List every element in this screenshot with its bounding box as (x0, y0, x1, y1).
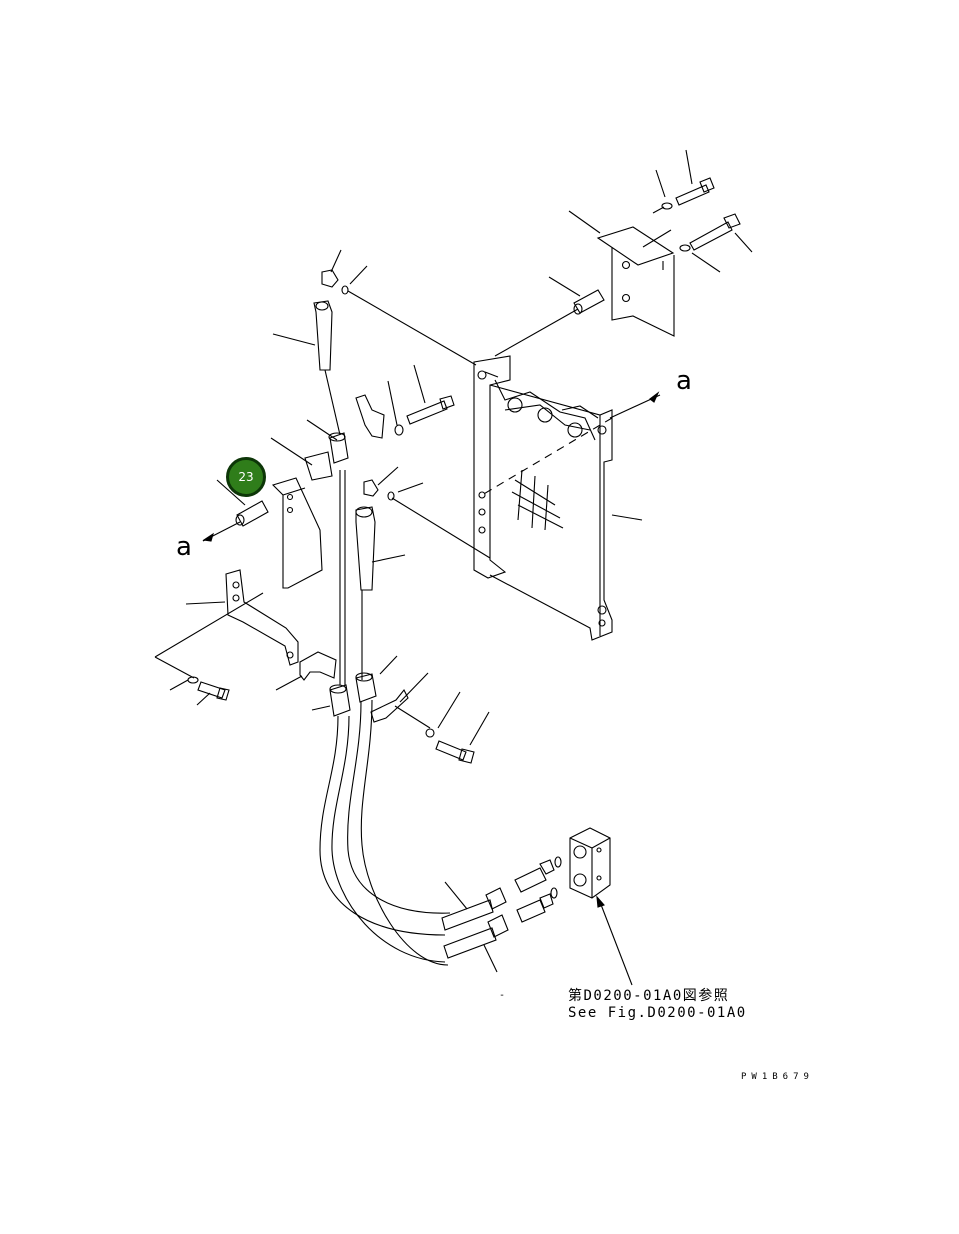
hose-end-fitting-lower (443, 914, 509, 973)
hose-grommet-lower (311, 655, 398, 717)
view-a-arrow-right (481, 391, 661, 496)
bolt-lower-left (169, 676, 230, 706)
drawing-code: PW1B679 (741, 1072, 814, 1082)
cooler-frame (473, 355, 613, 641)
cooler-core-mesh (511, 469, 564, 531)
hose-upper-right (339, 470, 406, 685)
stray-mark: - (499, 990, 506, 1001)
callout-badge-23[interactable]: 23 (226, 457, 266, 497)
reference-note-en: See Fig.D0200-01A0 (568, 1005, 747, 1021)
clamp-lower-right (370, 672, 490, 764)
clamp-lower-left (275, 651, 337, 691)
reference-note-jp: 第D0200-01A0図参照 (568, 988, 730, 1004)
view-a-arrow-left (202, 521, 241, 542)
valve-block (569, 827, 633, 986)
view-label-a-left: a (176, 532, 192, 562)
main-hose-loop (319, 699, 451, 966)
hose-grommet-upper (270, 419, 349, 481)
elbow-fitting-middle (363, 466, 491, 559)
view-label-a-right: a (676, 366, 692, 396)
adapter-fittings (514, 856, 562, 923)
hose-end-fitting-upper (441, 881, 507, 931)
spacer-collar-top (494, 276, 605, 357)
hose-upper-left (272, 300, 341, 436)
clamp-upper (355, 364, 455, 439)
top-right-bolt-group (652, 149, 753, 273)
mounting-bracket-top (568, 210, 675, 337)
side-plate-left (271, 477, 323, 589)
support-bracket-lower (154, 569, 299, 679)
elbow-fitting-upper (321, 249, 477, 366)
spacer-collar-left (216, 479, 269, 527)
callout-number: 23 (238, 470, 254, 484)
